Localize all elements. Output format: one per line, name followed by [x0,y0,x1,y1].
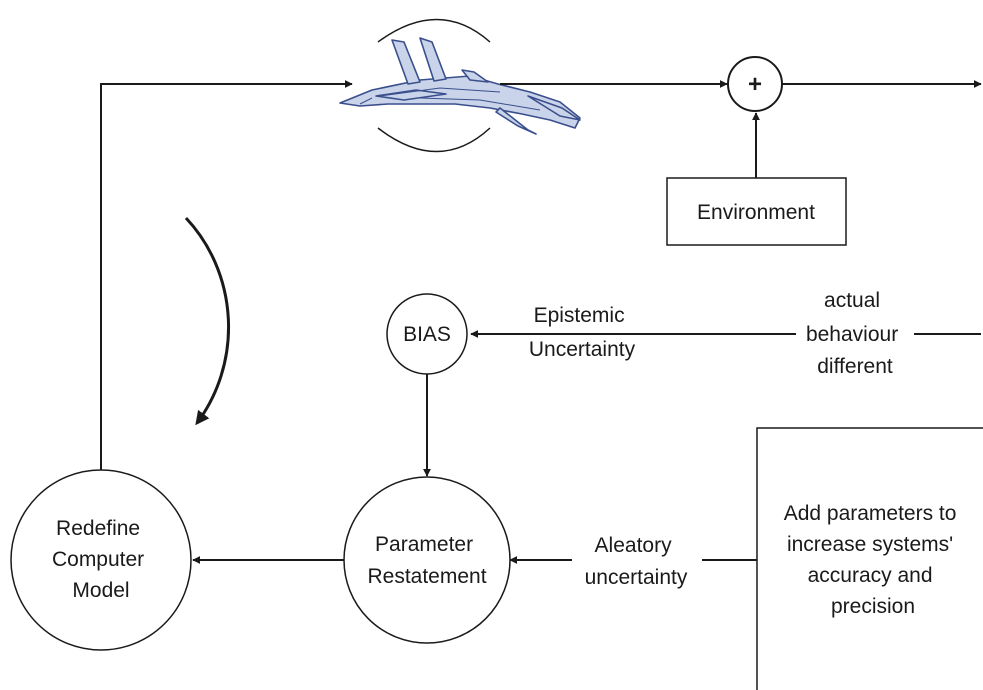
actual-behaviour-text: actual behaviour different [806,289,904,378]
epistemic-uncertainty-label: Epistemic Uncertainty [529,304,636,361]
environment-box [666,177,847,246]
bias-label: BIAS [403,323,451,346]
redefine-model-label: Redefine Computer Model [52,517,150,602]
aleatory-uncertainty-label: Aleatory uncertainty [572,534,702,589]
parameter-restatement-node: Parameter Restatement [343,476,511,644]
parameter-restatement-label: Parameter Restatement [367,533,486,588]
cycle-arrow-icon [184,216,231,426]
redefine-model-node: Redefine Computer Model [10,469,192,651]
model-to-aircraft-connector [100,80,353,470]
environment-label: Environment [697,201,815,224]
aleatory-uncertainty-text: Aleatory uncertainty [585,534,688,589]
add-parameters-label: Add parameters to increase systems' accu… [784,502,963,618]
add-parameters-box [756,427,983,690]
actual-behaviour-label: actual behaviour different [796,289,914,378]
bias-node: BIAS [386,293,468,375]
jet-aircraft-icon [339,18,581,153]
summing-junction: + [727,56,783,112]
summing-junction-symbol: + [748,71,762,98]
